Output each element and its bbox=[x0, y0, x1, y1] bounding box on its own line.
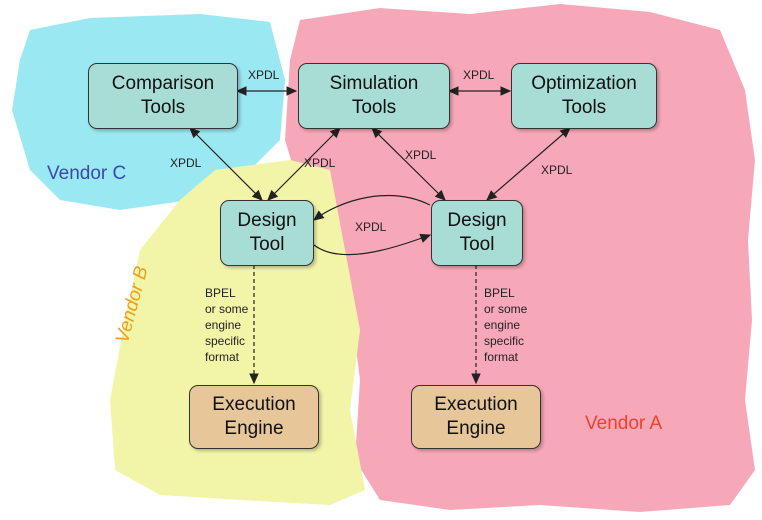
edge-label-design-a-execution: BPEL or some engine specific format bbox=[484, 286, 528, 364]
edge-label-design-b-execution: BPEL or some engine specific format bbox=[205, 286, 249, 364]
edge-label-design-design: XPDL bbox=[355, 220, 387, 234]
execution-engine-a-node: Execution Engine bbox=[411, 385, 541, 449]
simulation-tools-node: Simulation Tools bbox=[298, 63, 450, 129]
optimization-tools-node: Optimization Tools bbox=[511, 63, 657, 129]
design-tool-b-node: Design Tool bbox=[220, 200, 314, 266]
edge-label-simulation-optimization: XPDL bbox=[463, 68, 495, 82]
edge-label-comparison-simulation: XPDL bbox=[248, 68, 280, 82]
edge-label-simulation-design-b: XPDL bbox=[304, 156, 336, 170]
edge-label-comparison-design: XPDL bbox=[170, 156, 202, 170]
execution-engine-b-node: Execution Engine bbox=[189, 385, 319, 449]
vendor-c-label: Vendor C bbox=[47, 163, 127, 184]
vendor-a-label: Vendor A bbox=[585, 413, 663, 434]
edge-label-optimization-design: XPDL bbox=[541, 163, 573, 177]
design-tool-a-node: Design Tool bbox=[431, 200, 523, 266]
comparison-tools-node: Comparison Tools bbox=[88, 63, 238, 129]
edge-label-simulation-design-a: XPDL bbox=[405, 148, 437, 162]
